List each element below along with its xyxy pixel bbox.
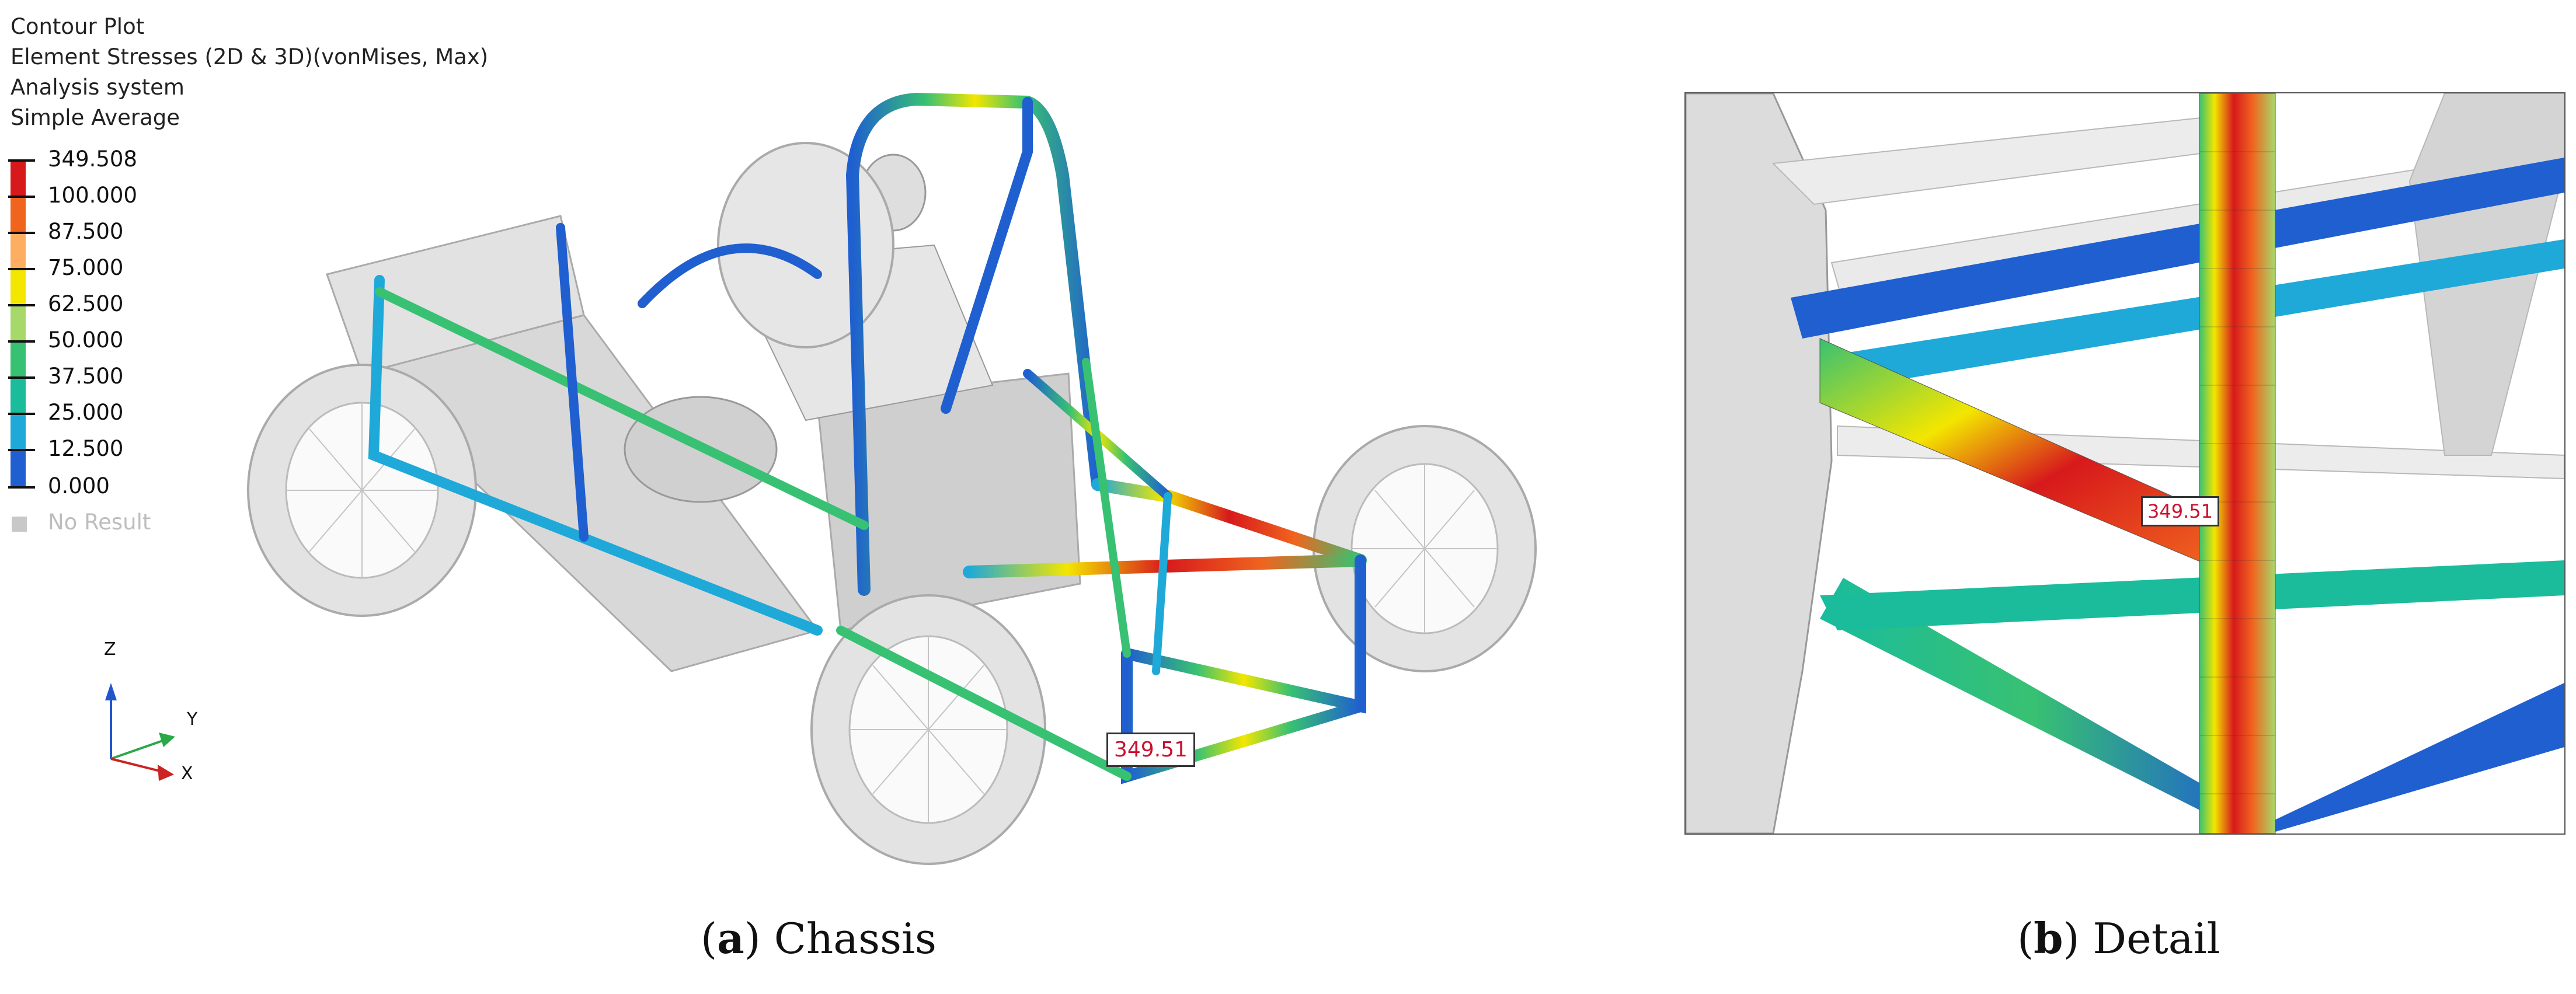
caption-b-letter: b: [2034, 913, 2063, 963]
legend-swatch-1: [11, 161, 26, 197]
base-tube-back: [1820, 560, 2564, 630]
caption-b: (b) Detail: [2017, 913, 2220, 963]
legend-tick: [8, 449, 35, 451]
max-stress-callout: 349.51: [1106, 733, 1195, 767]
legend-swatch-8: [11, 414, 26, 450]
legend-tick: [8, 159, 35, 162]
legend-swatch-5: [11, 305, 26, 341]
wheel-rear-left: [247, 364, 477, 617]
header-system: Analysis system: [11, 75, 185, 100]
caption-a-text: Chassis: [774, 914, 937, 963]
blue-tubes: [1791, 158, 2564, 391]
legend-tick: [8, 486, 35, 489]
legend-swatch-7: [11, 378, 26, 414]
base-tube-right: [2246, 683, 2564, 833]
legend-value: 37.500: [48, 364, 124, 389]
legend-tick: [8, 232, 35, 234]
legend-swatch-3: [11, 233, 26, 269]
legend-value-max: 349.508: [48, 147, 138, 172]
legend-value: 87.500: [48, 219, 124, 244]
legend-tick: [8, 376, 35, 379]
legend-value-min: 0.000: [48, 473, 110, 498]
detail-max-stress-callout: 349.51: [2141, 496, 2219, 526]
wheel-front-left: [810, 594, 1046, 865]
plot-header: Contour Plot Element Stresses (2D & 3D)(…: [11, 12, 488, 133]
triad-y-label: Y: [187, 709, 198, 730]
legend-swatch-9: [11, 450, 26, 486]
legend-swatch-2: [11, 197, 26, 233]
legend-tick: [8, 340, 35, 343]
no-result-swatch: [12, 517, 27, 532]
legend-value: 100.000: [48, 183, 138, 208]
legend-swatch-6: [11, 341, 26, 378]
frame-tubes: [368, 92, 1367, 784]
legend-tick: [8, 413, 35, 415]
caption-b-text: Detail: [2093, 914, 2220, 963]
legend-swatch-4: [11, 269, 26, 305]
header-averaging: Simple Average: [11, 105, 180, 130]
legend-tick: [8, 268, 35, 270]
triad-z-label: Z: [104, 639, 116, 660]
legend-value: 25.000: [48, 400, 124, 425]
legend-value: 62.500: [48, 291, 124, 316]
base-tube-left: [1820, 578, 2246, 833]
wheel-front-right: [1313, 425, 1537, 672]
vertical-tube: [2199, 93, 2276, 833]
mesh-lines: [2199, 151, 2275, 794]
detail-model-view: [1686, 93, 2564, 833]
coordinate-triad: [105, 683, 175, 781]
legend-value: 75.000: [48, 255, 124, 280]
caption-a-letter: a: [717, 913, 744, 963]
header-plot-type: Contour Plot: [11, 14, 145, 39]
legend-tick: [8, 196, 35, 198]
legend-value: 50.000: [48, 327, 124, 353]
chassis-model-view: [105, 92, 1537, 865]
header-result-type: Element Stresses (2D & 3D)(vonMises, Max…: [11, 44, 489, 69]
panel-b-detail: 349.51: [1684, 92, 2565, 835]
legend-value: 12.500: [48, 436, 124, 461]
legend-tick: [8, 304, 35, 306]
caption-a: (a) Chassis: [701, 913, 937, 963]
triad-x-label: X: [181, 763, 193, 784]
legend-no-result: No Result: [48, 510, 151, 535]
panel-a-chassis: Contour Plot Element Stresses (2D & 3D)(…: [8, 12, 1537, 865]
side-plate: [1686, 93, 1833, 833]
